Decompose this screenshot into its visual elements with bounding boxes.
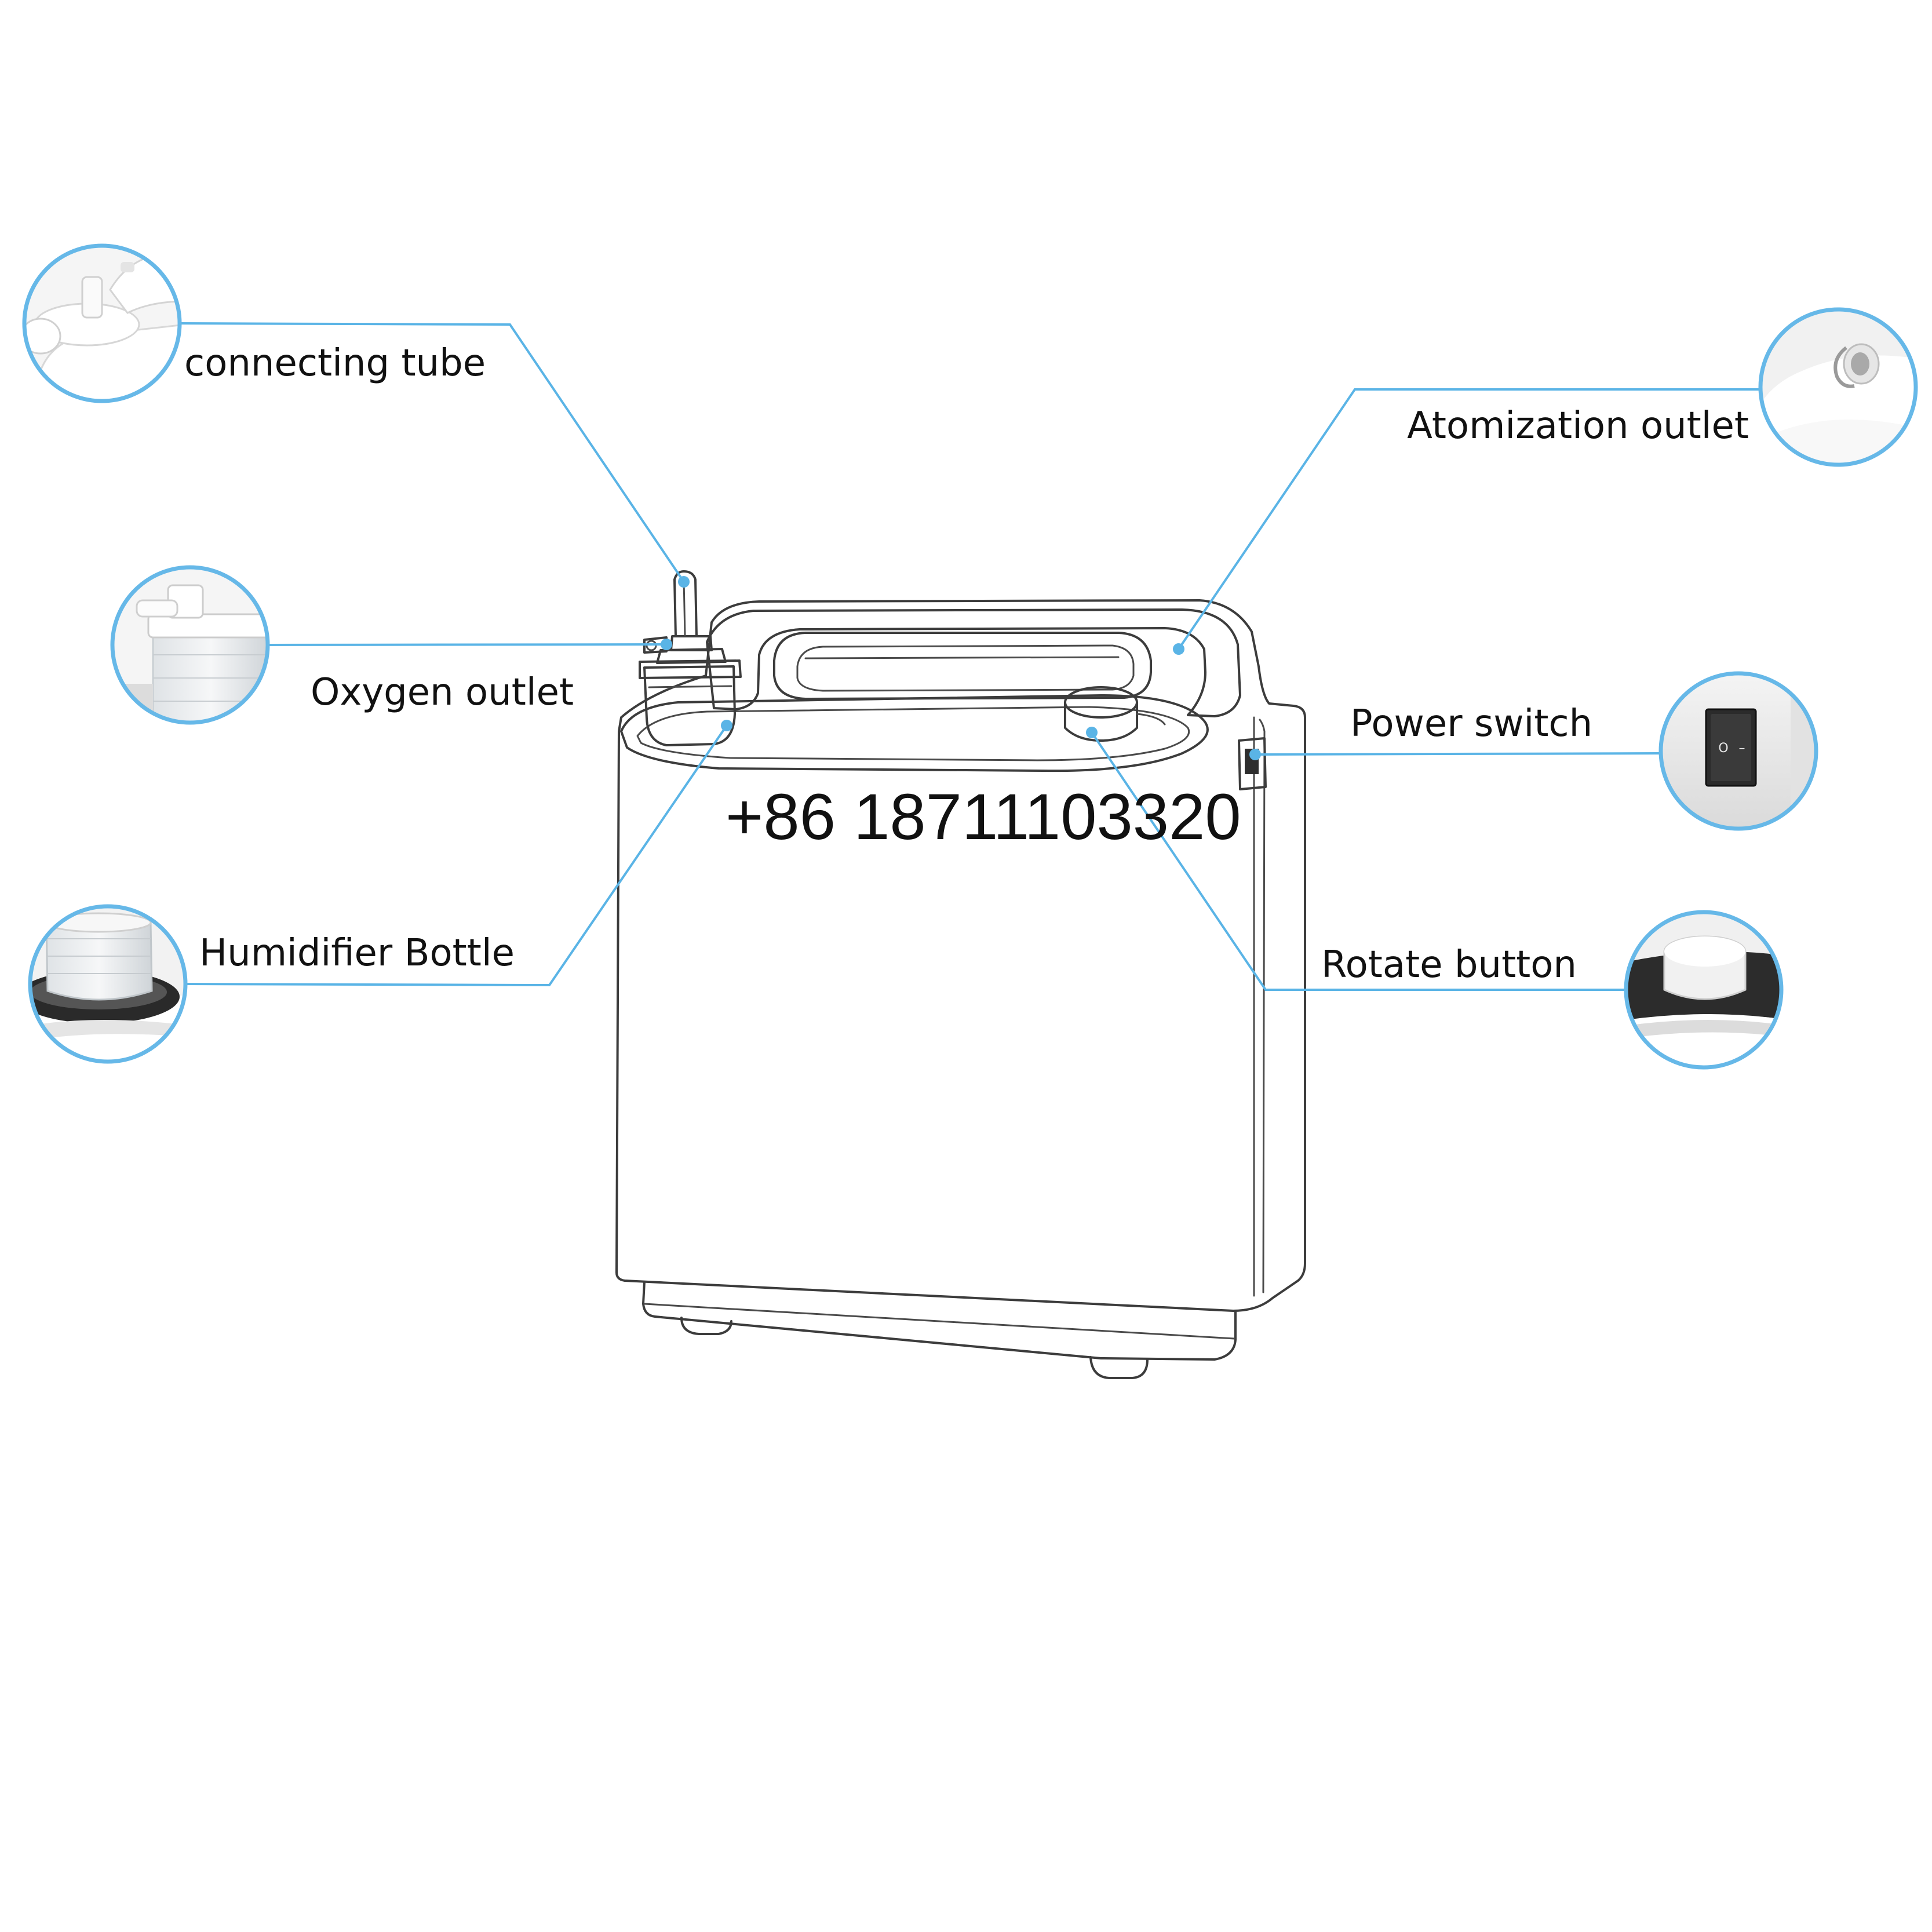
callout-oxygen-outlet: [110, 565, 270, 725]
oxygen-concentrator-drawing: [615, 570, 1306, 1379]
callout-ring: [28, 904, 188, 1064]
leader-atomization-outlet: [1178, 388, 1762, 650]
machine-body: [615, 599, 1306, 1312]
callout-rotate-button: [1624, 910, 1784, 1070]
label-connecting-tube: connecting tube: [184, 342, 486, 385]
leader-lines: [178, 322, 1762, 991]
leader-humidifier-bottle: [184, 724, 728, 987]
callout-ring: [1624, 910, 1784, 1070]
power-switch-drawing: [1238, 737, 1267, 790]
callout-atomization-outlet: [1758, 307, 1918, 467]
callout-ring: [1658, 671, 1818, 831]
label-oxygen-outlet: Oxygen outlet: [311, 671, 574, 714]
label-humidifier-bottle: Humidifier Bottle: [199, 932, 515, 975]
callout-ring: [110, 565, 270, 725]
callout-ring: [1758, 307, 1918, 467]
label-power-switch: Power switch: [1350, 702, 1592, 745]
switch-on-mark: –: [1739, 741, 1745, 756]
switch-off-mark: O: [1718, 741, 1728, 756]
leader-oxygen-outlet: [266, 643, 667, 646]
callout-humidifier-bottle: [28, 904, 188, 1064]
top-platform: [620, 694, 1209, 772]
labels: connecting tube Oxygen outlet Humidifier…: [184, 342, 1749, 986]
callout-ring: [22, 243, 182, 403]
label-atomization-outlet: Atomization outlet: [1407, 404, 1749, 447]
leader-power-switch: [1255, 752, 1663, 756]
callout-connecting-tube: [22, 243, 182, 403]
leader-rotate-button: [1091, 731, 1627, 991]
carry-handle: [706, 608, 1241, 717]
label-rotate-button: Rotate button: [1321, 943, 1577, 986]
phone-number: +86 18711103320: [726, 781, 1241, 853]
leader-connecting-tube: [178, 322, 685, 583]
callout-power-switch: O –: [1658, 671, 1818, 831]
